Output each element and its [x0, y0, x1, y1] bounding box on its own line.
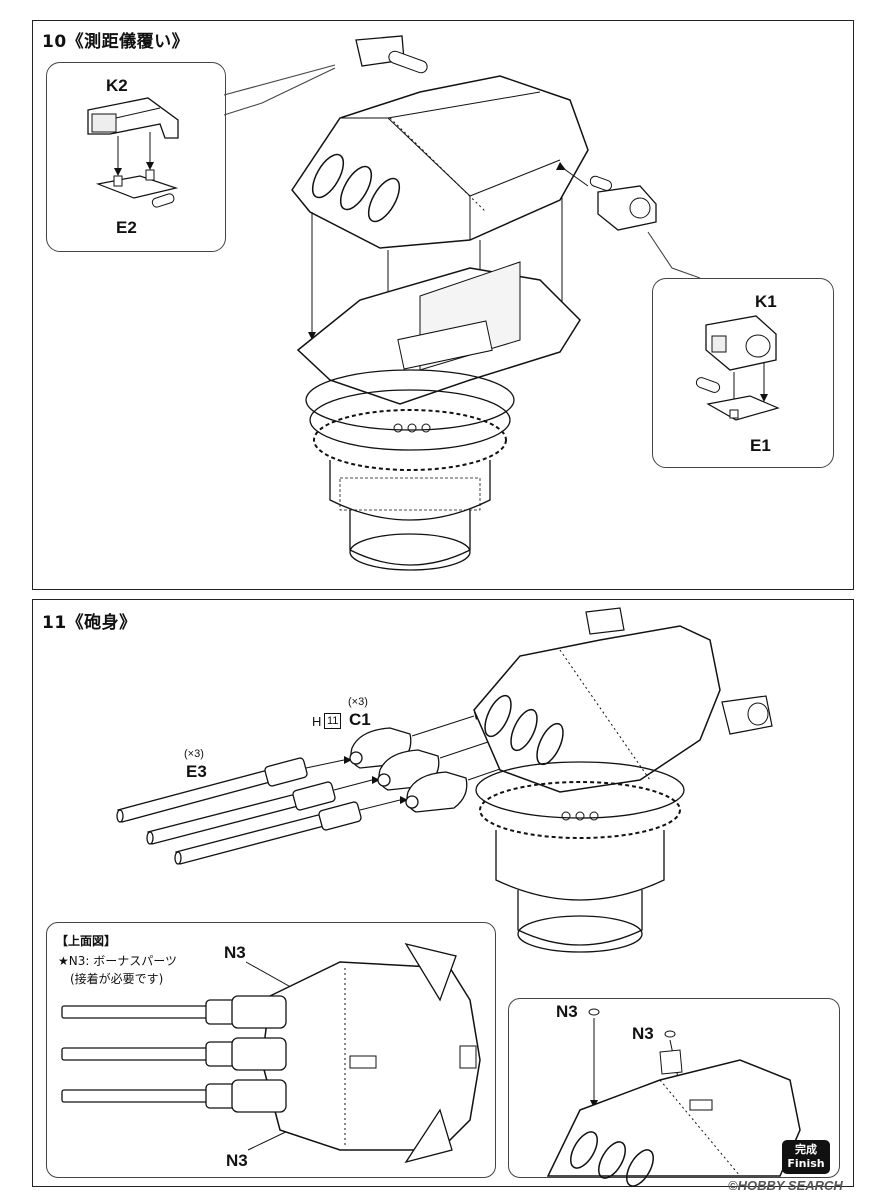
e3-quantity: (×3)	[184, 748, 204, 760]
step-10-number: 10	[42, 32, 67, 52]
part-label-k2: K2	[106, 76, 128, 95]
part-label-e3: E3	[186, 762, 207, 781]
part-label-k1: K1	[755, 292, 777, 311]
step-11-name: 《砲身》	[66, 613, 137, 633]
top-view-title: 【上面図】	[56, 934, 117, 948]
step-10-name: 《測距儀覆い》	[66, 32, 190, 52]
finish-badge-en: Finish	[787, 1157, 825, 1170]
part-label-e1: E1	[750, 436, 771, 455]
c1-sprue-box: 11	[324, 713, 342, 729]
top-view-note-line1: ★N3: ボーナスパーツ	[58, 954, 177, 968]
top-view-note-line2: (接着が必要です)	[70, 972, 164, 986]
part-label-n3-finish-left: N3	[556, 1002, 578, 1021]
step-10-title: 10《測距儀覆い》	[42, 27, 189, 52]
part-label-n3-finish-right: N3	[632, 1024, 654, 1043]
finish-badge-jp: 完成	[795, 1143, 817, 1156]
c1-quantity: (×3)	[348, 696, 368, 708]
step-11-title: 11《砲身》	[42, 608, 137, 633]
watermark: ©HOBBY SEARCH	[728, 1178, 843, 1193]
part-label-n3-top-view-upper: N3	[224, 943, 246, 962]
part-label-e2: E2	[116, 218, 137, 237]
step-11-number: 11	[42, 613, 67, 633]
c1-sprue-prefix: H	[312, 714, 322, 729]
finish-badge: 完成 Finish	[782, 1140, 830, 1174]
part-label-n3-top-view-lower: N3	[226, 1151, 248, 1170]
part-label-c1: C1	[349, 710, 371, 729]
k1-e1-callout	[652, 278, 834, 468]
k2-e2-callout	[46, 62, 226, 252]
